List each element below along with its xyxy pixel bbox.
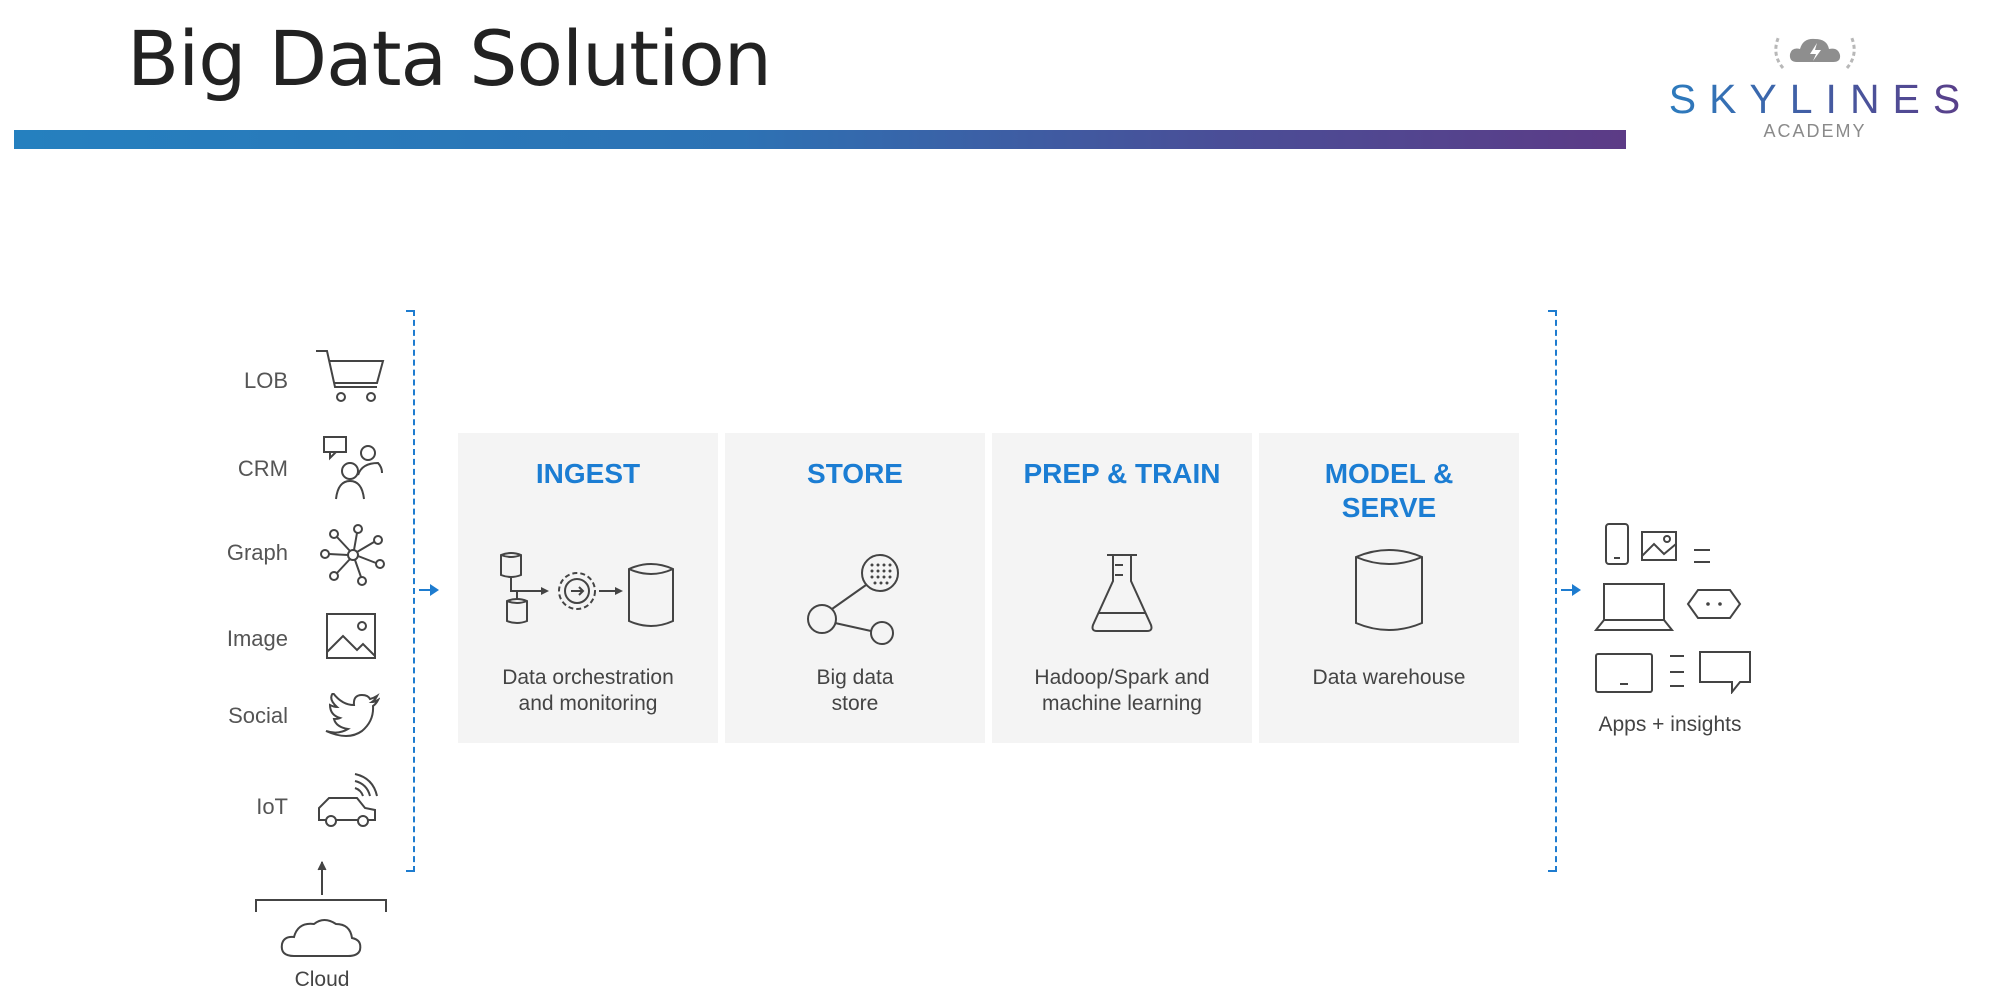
stage-caption-model-serve: Data warehouse: [1312, 666, 1466, 689]
stage-caption-prep-train: Hadoop/Spark and machine learning: [1034, 666, 1210, 715]
image-icon: [326, 613, 376, 659]
cloud-laurel-icon: [1774, 35, 1856, 69]
output-label: Apps + insights: [1598, 713, 1742, 736]
stage-ingest: INGEST Data orchestration and monitoring: [458, 433, 718, 743]
source-label-lob: LOB: [243, 368, 288, 393]
pipeline-gear-icon: [500, 552, 674, 627]
output-dashed-bracket: [1555, 310, 1557, 872]
stage-prep-train: PREP & TRAIN Hadoop/Spark and machine le…: [992, 433, 1252, 743]
input-bracket-bottom-tick: [406, 870, 415, 872]
devices-icon: [1593, 523, 1751, 694]
stage-store: STORE Big data store: [725, 433, 985, 743]
logo-subtitle: ACADEMY: [1763, 121, 1867, 141]
stage-model-serve: MODEL & SERVE Data warehouse: [1259, 433, 1519, 743]
stage-title-ingest: INGEST: [535, 458, 641, 489]
twitter-bird-icon: [325, 693, 380, 737]
flask-icon: [1091, 554, 1153, 632]
output-bracket-bottom-tick: [1548, 870, 1557, 872]
source-label-image: Image: [226, 626, 288, 651]
logo-wordmark: SKYLINES: [1650, 76, 1980, 123]
connected-car-icon: [318, 773, 378, 827]
people-chat-icon: [323, 436, 383, 500]
input-arrow-line: [419, 589, 431, 591]
source-label-iot: IoT: [256, 794, 288, 819]
cloud-icon: [255, 860, 387, 957]
source-label-graph: Graph: [226, 540, 288, 565]
stage-caption-ingest: Data orchestration and monitoring: [502, 666, 674, 715]
output-arrow-line: [1561, 589, 1573, 591]
data-store-nodes-icon: [807, 554, 899, 645]
stage-caption-store: Big data store: [816, 666, 894, 715]
input-arrow-head: [430, 584, 439, 596]
database-cylinder-icon: [1355, 549, 1423, 631]
graph-nodes-icon: [320, 524, 385, 586]
cloud-label: Cloud: [294, 968, 350, 991]
output-bracket-top-tick: [1548, 310, 1557, 312]
stage-title-store: STORE: [807, 458, 903, 489]
source-label-social: Social: [228, 703, 288, 728]
output-arrow-head: [1572, 584, 1581, 596]
input-dashed-bracket: [413, 310, 415, 872]
slide-title: Big Data Solution: [127, 14, 772, 103]
shopping-cart-icon: [316, 350, 385, 402]
input-bracket-top-tick: [406, 310, 415, 312]
title-gradient-bar: [14, 130, 1626, 149]
stage-title-model-serve: MODEL & SERVE: [1324, 458, 1454, 523]
skylines-logo: SKYLINES ACADEMY: [1650, 28, 1980, 153]
stage-title-prep-train: PREP & TRAIN: [1023, 458, 1221, 489]
source-label-crm: CRM: [237, 456, 288, 481]
